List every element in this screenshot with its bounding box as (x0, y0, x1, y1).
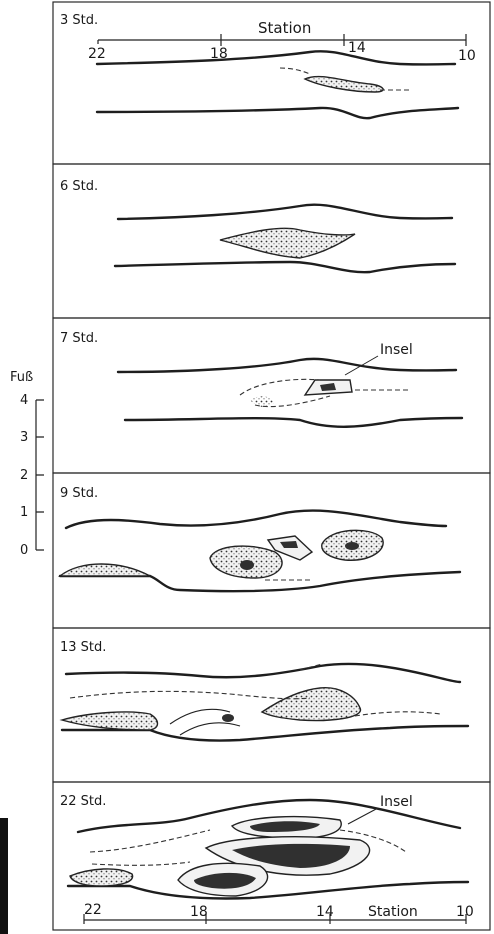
top-axis-tick-14: 14 (348, 40, 366, 56)
panel-label-22h: 22 Std. (60, 794, 106, 809)
insel-label-22h: Insel (380, 794, 413, 810)
sand-texture-6h (220, 228, 355, 258)
flow-line-13h-a (70, 691, 310, 698)
flow-line-13h-b (355, 712, 440, 716)
panel-frame-7h (53, 318, 490, 473)
top-station-axis: Station 22 18 14 10 (88, 19, 476, 64)
depth-tick-4: 4 (20, 393, 28, 408)
top-axis-title: Station (258, 19, 311, 37)
bar-core-9h-a (240, 560, 254, 570)
bottom-axis-tick-14: 14 (316, 904, 334, 920)
panel-frames (53, 2, 490, 930)
lower-bank-3h (97, 108, 458, 118)
panel-label-13h: 13 Std. (60, 640, 106, 655)
depth-scale-unit: Fuß (10, 370, 33, 385)
panel-7h-drawing: Insel (118, 342, 462, 427)
lower-bank-6h (115, 262, 455, 272)
insel-leader-7h (345, 356, 378, 375)
top-axis-tick-10: 10 (458, 48, 476, 64)
depth-tick-0: 0 (20, 543, 28, 558)
upper-bank-13h (66, 664, 460, 682)
depth-tick-2: 2 (20, 468, 28, 483)
insel-label-7h: Insel (380, 342, 413, 358)
flow-line-22h-b (92, 862, 190, 865)
panel-13h-drawing (62, 664, 468, 741)
upper-bank-6h (118, 205, 452, 219)
panel-label-6h: 6 Std. (60, 179, 98, 194)
lower-bank-7h (125, 418, 462, 427)
bottom-axis-tick-18: 18 (190, 904, 208, 920)
flow-line-22h-a (90, 830, 210, 852)
channel-lines-13h (170, 709, 240, 735)
bottom-axis-tick-22: 22 (84, 902, 102, 918)
lower-bank-22h (68, 882, 468, 899)
upper-bank-7h (118, 359, 456, 372)
bottom-axis-title: Station (368, 904, 418, 920)
bar-core-13h (222, 714, 234, 722)
edge-mark (0, 818, 8, 934)
panel-9h-drawing (60, 511, 460, 592)
deposit-7h (250, 396, 275, 407)
upper-bank-3h (97, 51, 455, 64)
bar-texture-13h-a (62, 712, 158, 730)
panel-label-7h: 7 Std. (60, 331, 98, 346)
bottom-axis-tick-10: 10 (456, 904, 474, 920)
upper-bank-9h (66, 511, 446, 528)
bottom-station-axis: 22 18 14 Station 10 (84, 902, 474, 924)
bar-core-9h-c (345, 542, 359, 550)
top-axis-tick-22: 22 (88, 46, 106, 62)
insel-leader-22h (348, 808, 378, 824)
depth-scale: Fuß 4 3 2 1 0 (10, 370, 44, 558)
panel-label-3h: 3 Std. (60, 13, 98, 28)
panel-6h-drawing (115, 205, 455, 273)
depth-tick-1: 1 (20, 505, 28, 520)
panel-label-9h: 9 Std. (60, 486, 98, 501)
panel-22h-drawing: Insel (68, 794, 468, 899)
depth-scale-line (36, 400, 44, 550)
panel-frame-13h (53, 628, 490, 782)
panel-3h-drawing (97, 51, 458, 118)
depth-tick-3: 3 (20, 430, 28, 445)
flow-line-3h-a (280, 68, 310, 74)
